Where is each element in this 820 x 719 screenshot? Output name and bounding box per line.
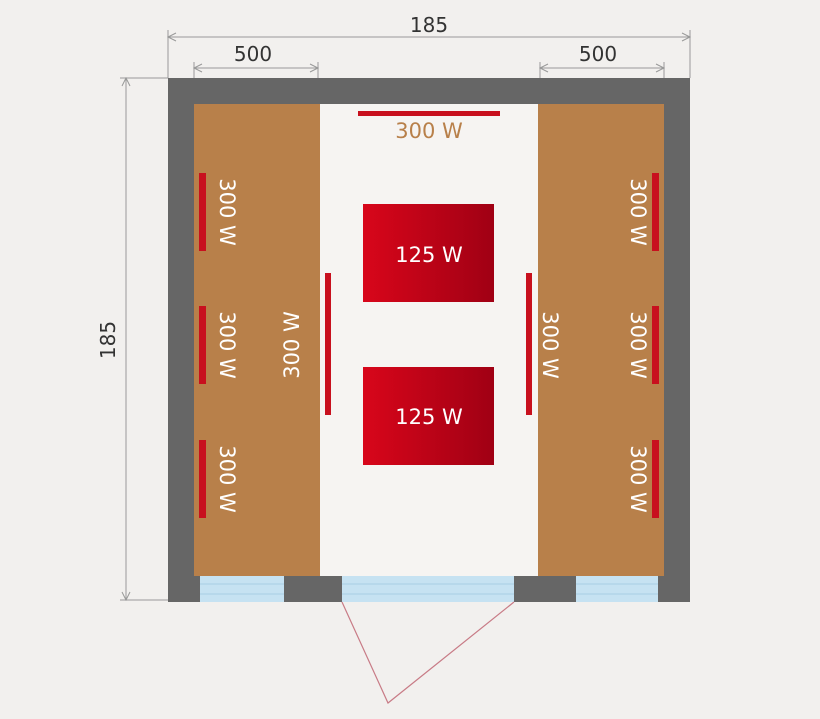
left-wall-heater-2-label: 300 W bbox=[215, 311, 239, 379]
floor-panel-1-label: 125 W bbox=[395, 243, 463, 267]
front-glazing bbox=[200, 576, 658, 602]
left-bench-front-heater-label: 300 W bbox=[280, 311, 304, 379]
right-wall-heater-3-label: 300 W bbox=[626, 445, 650, 513]
left-bench-front-heater bbox=[325, 273, 331, 415]
overall-depth-label: 185 bbox=[96, 321, 120, 359]
right-wall-heater-2 bbox=[652, 306, 659, 384]
right-bench bbox=[538, 104, 664, 576]
back-wall-heater bbox=[358, 111, 500, 116]
floor-panel-2 bbox=[363, 367, 494, 465]
back-wall-heater-label: 300 W bbox=[395, 119, 463, 143]
left-wall-heater-1-label: 300 W bbox=[215, 178, 239, 246]
right-wall-heater-1-label: 300 W bbox=[626, 178, 650, 246]
right-window bbox=[576, 576, 658, 602]
left-wall-heater-2 bbox=[199, 306, 206, 384]
left-window bbox=[200, 576, 284, 602]
right-wall-heater-2-label: 300 W bbox=[626, 311, 650, 379]
left-wall-heater-1 bbox=[199, 173, 206, 251]
left-wall-heater-3-label: 300 W bbox=[215, 445, 239, 513]
right-bench-width-label: 500 bbox=[579, 42, 617, 66]
right-wall-heater-3 bbox=[652, 440, 659, 518]
right-bench-front-heater bbox=[526, 273, 532, 415]
door-glass bbox=[342, 576, 514, 602]
floor-panel-1 bbox=[363, 204, 494, 302]
right-bench-front-heater-label: 300 W bbox=[538, 311, 562, 379]
left-bench-width-label: 500 bbox=[234, 42, 272, 66]
right-wall-heater-1 bbox=[652, 173, 659, 251]
left-wall-heater-3 bbox=[199, 440, 206, 518]
overall-width-label: 185 bbox=[410, 13, 448, 37]
floor-panel-2-label: 125 W bbox=[395, 405, 463, 429]
left-bench bbox=[194, 104, 320, 576]
door-swing bbox=[341, 601, 515, 704]
